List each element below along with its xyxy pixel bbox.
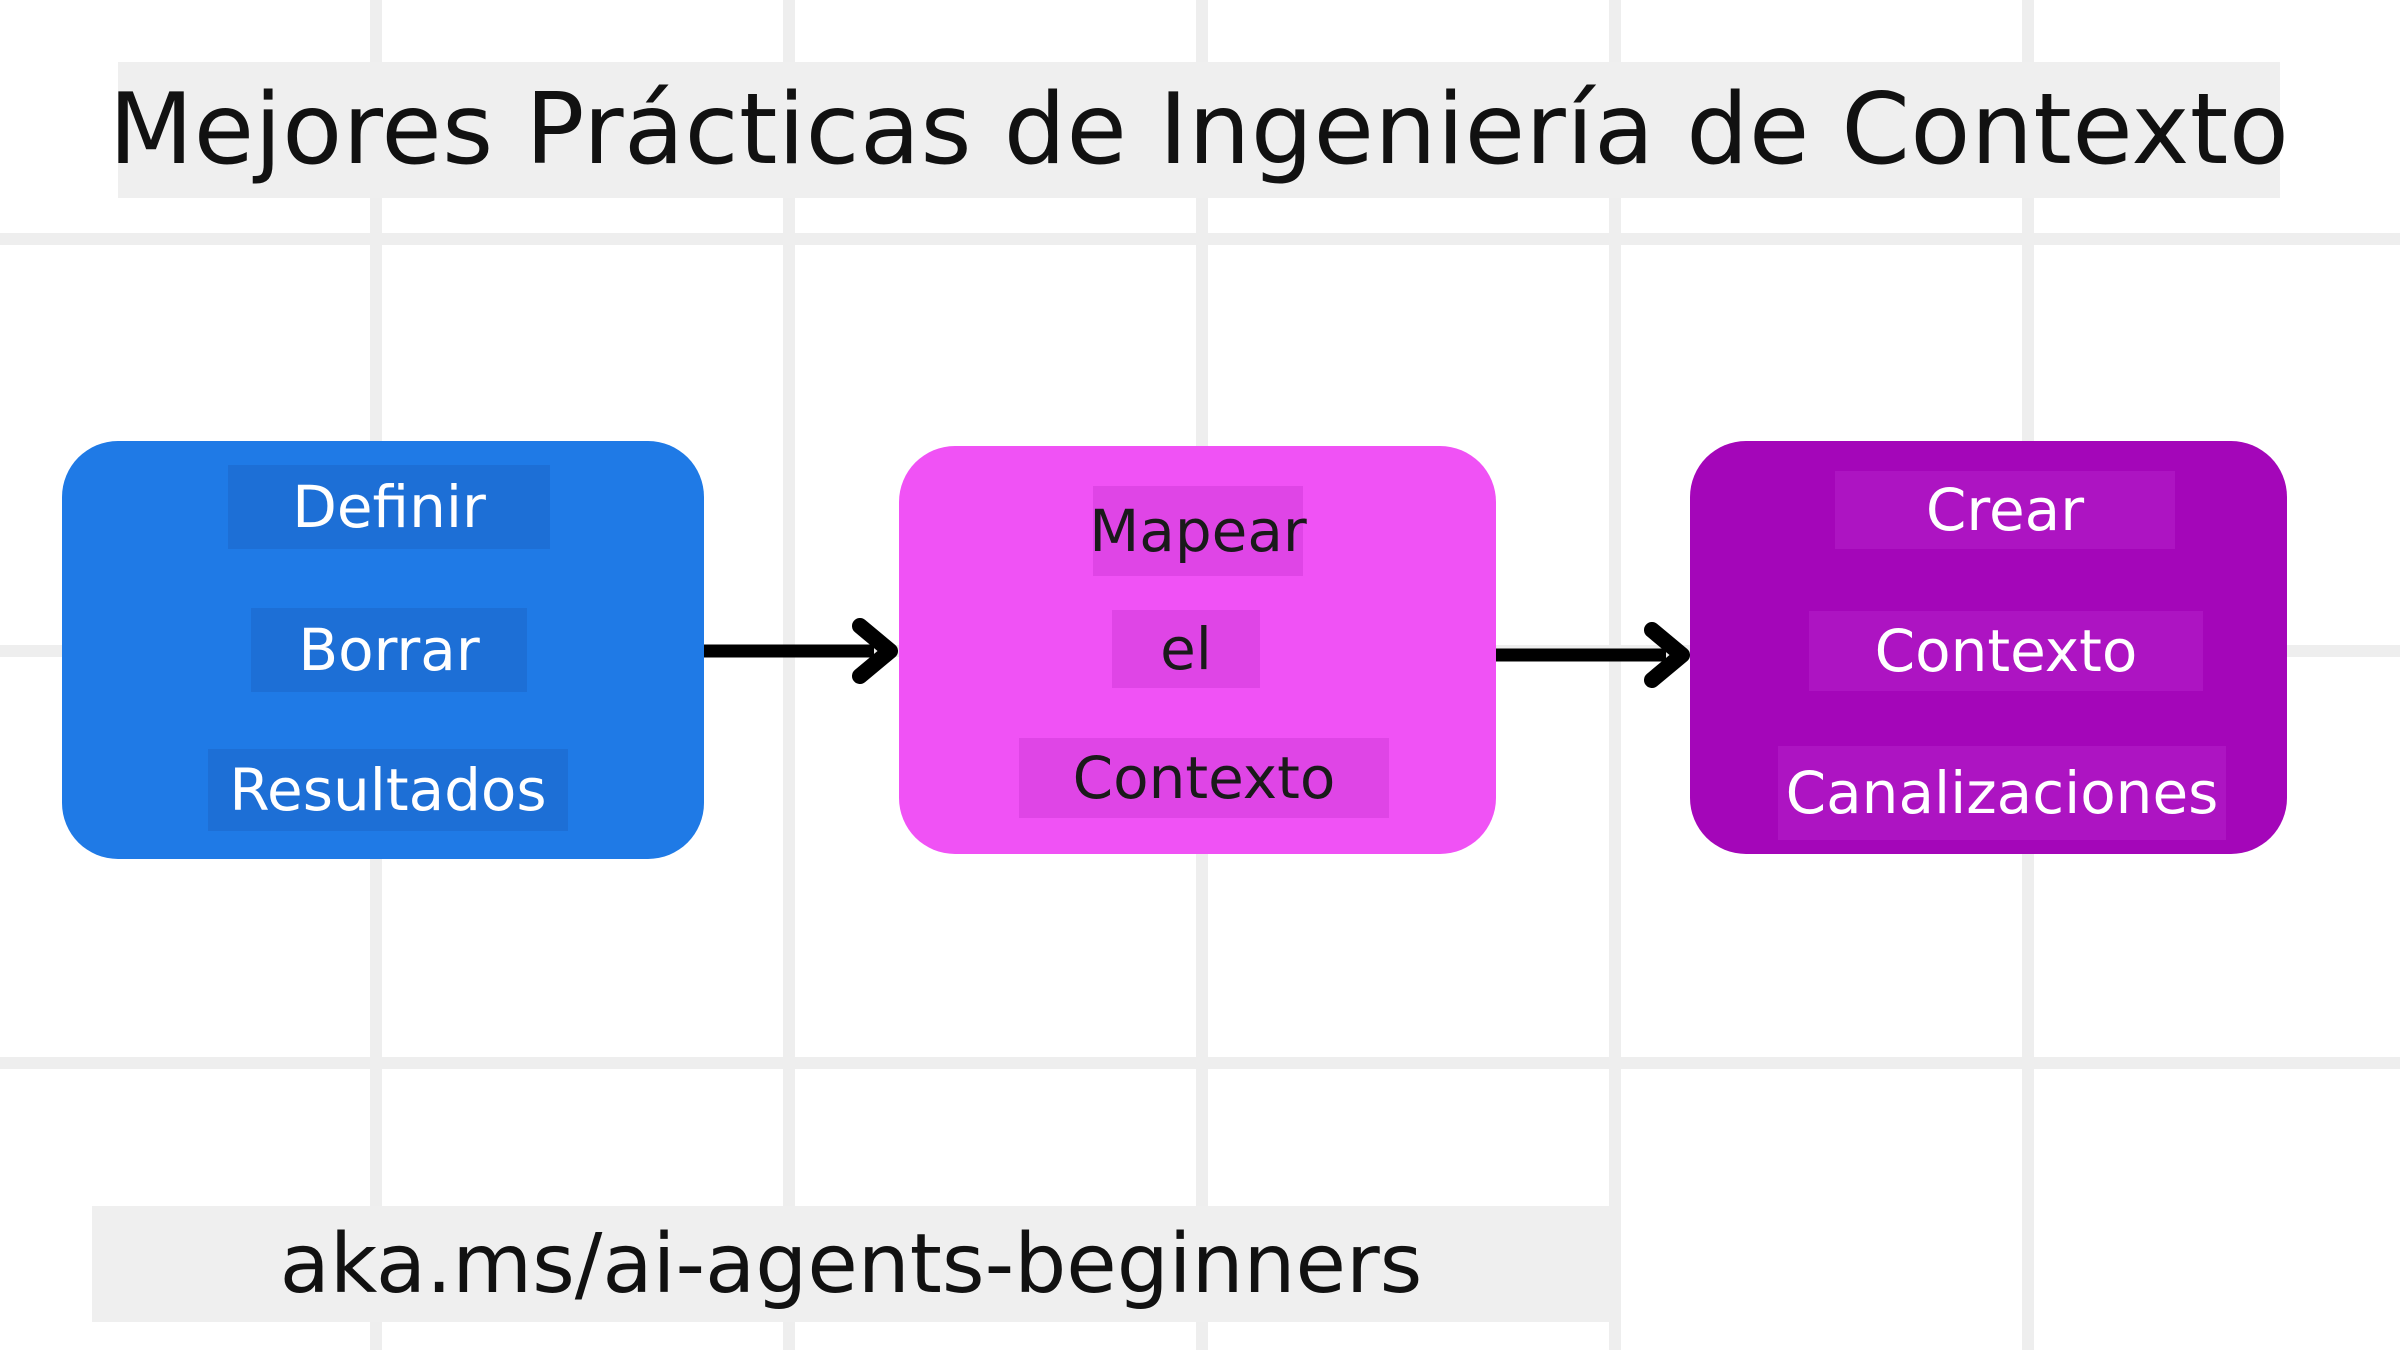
step-define-box: Definir Borrar Resultados (62, 441, 704, 859)
step-define-line-1: Definir (228, 465, 550, 549)
step-create-line-2: Contexto (1809, 611, 2203, 691)
title-banner: Mejores Prácticas de Ingeniería de Conte… (109, 62, 2289, 198)
step-map-line-1: Mapear (1089, 486, 1307, 576)
footer-url-banner: aka.ms/ai-agents-beginners (92, 1206, 1610, 1322)
step-create-line-1: Crear (1835, 471, 2175, 549)
arrow-define-to-map (704, 618, 898, 684)
page-title: Mejores Prácticas de Ingeniería de Conte… (108, 73, 2290, 187)
arrow-map-to-create (1496, 622, 1690, 688)
step-define-line-2: Borrar (251, 608, 527, 692)
step-map-box: Mapear el Contexto (899, 446, 1496, 854)
step-define-line-3: Resultados (208, 749, 568, 831)
footer-url: aka.ms/ai-agents-beginners (279, 1216, 1423, 1312)
step-map-line-2: el (1112, 610, 1260, 688)
step-create-line-3: Canalizaciones (1778, 746, 2226, 840)
step-map-line-3: Contexto (1019, 738, 1389, 818)
step-create-box: Crear Contexto Canalizaciones (1690, 441, 2287, 854)
